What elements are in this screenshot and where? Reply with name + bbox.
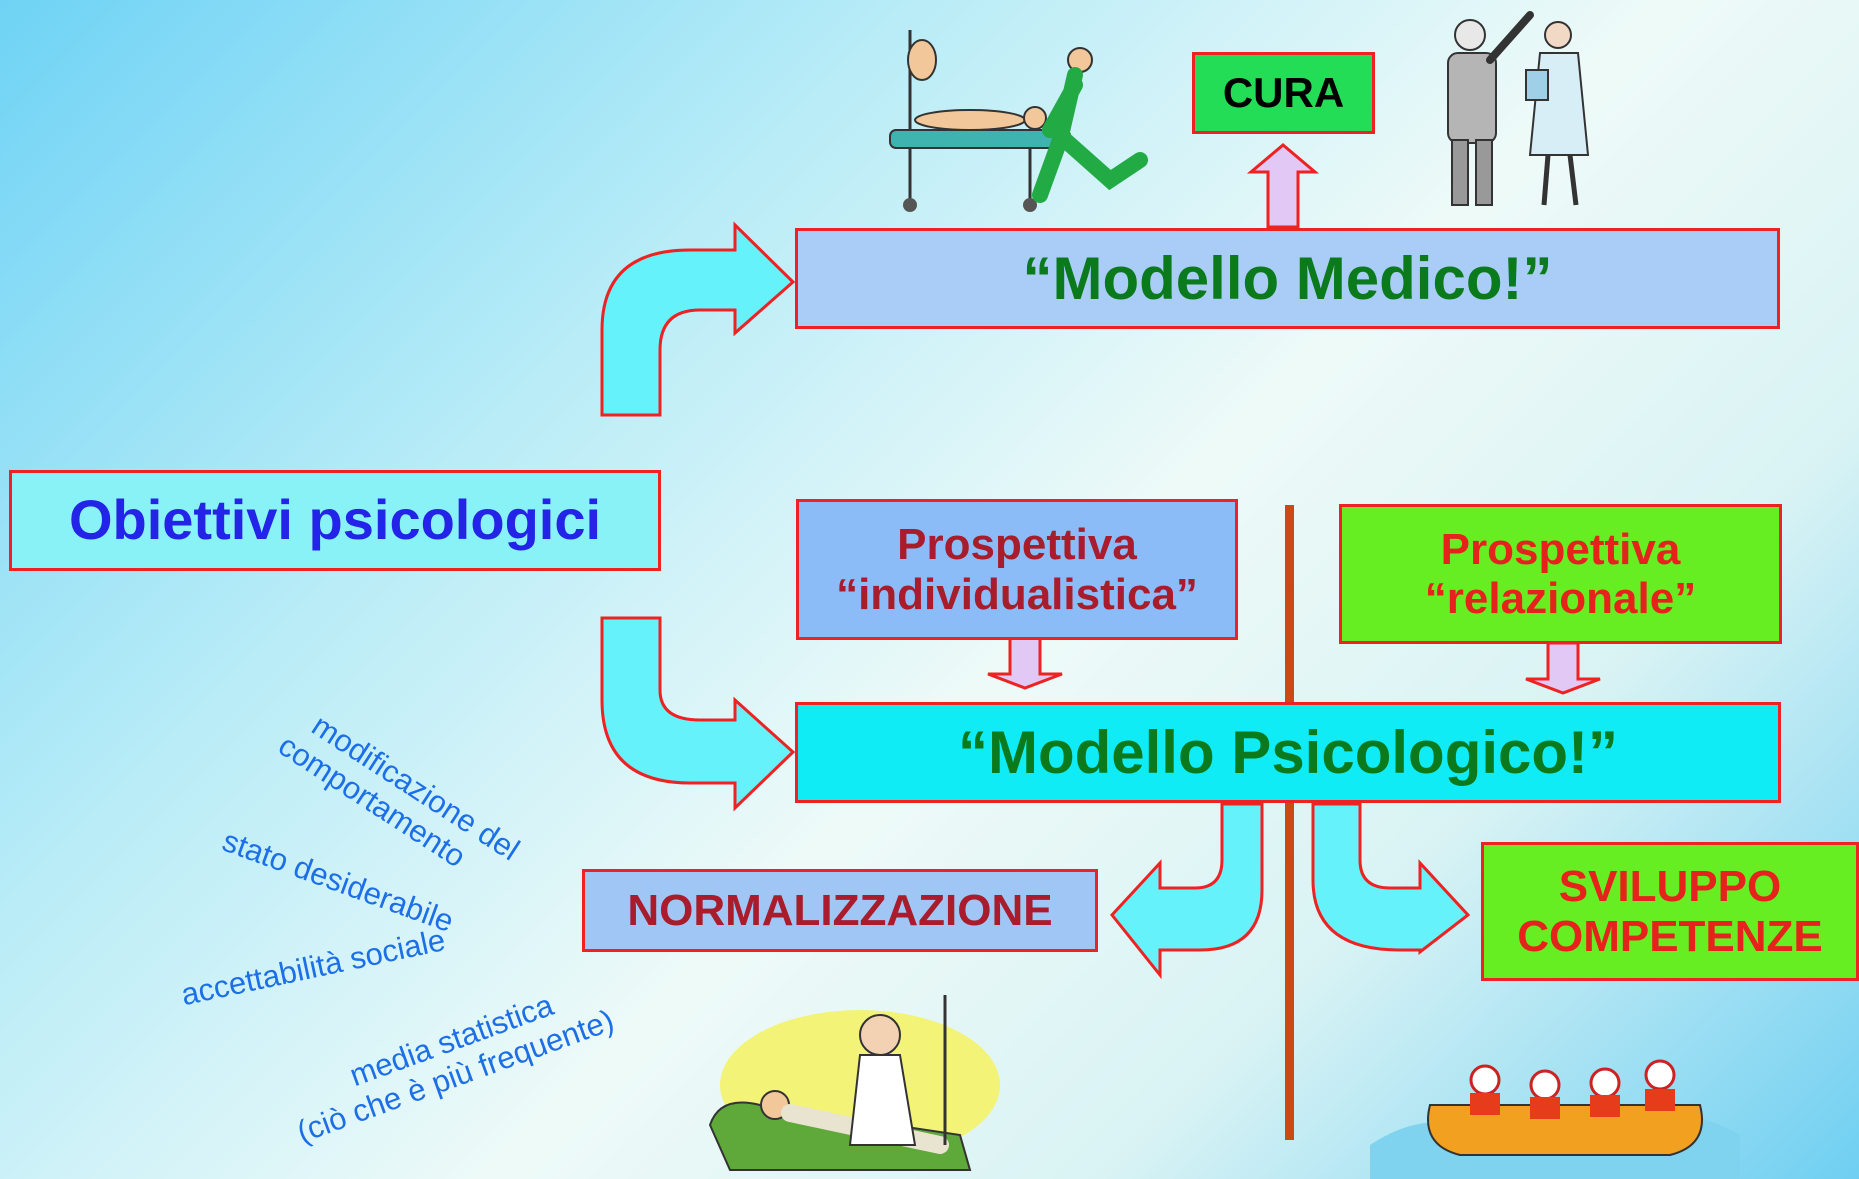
sviluppo-competenze-label: SVILUPPO COMPETENZE <box>1517 862 1823 961</box>
arrow-to-sviluppo <box>1311 802 1471 956</box>
prospettiva-relazionale-label: Prospettiva “relazionale” <box>1424 524 1697 623</box>
arrow-to-modello-medico <box>600 221 796 417</box>
cura-label: CURA <box>1222 69 1345 117</box>
modello-medico-label: “Modello Medico!” <box>1022 244 1553 312</box>
obiettivi-psicologici-label: Obiettivi psicologici <box>68 488 602 552</box>
sviluppo-competenze-box: SVILUPPO COMPETENZE <box>1481 842 1859 981</box>
modello-psicologico-label: “Modello Psicologico!” <box>957 718 1619 786</box>
normalizzazione-box: NORMALIZZAZIONE <box>582 869 1098 952</box>
arrow-individualistica-down <box>987 636 1063 690</box>
arrow-relazionale-down <box>1525 641 1601 695</box>
vertical-divider <box>1285 505 1294 1140</box>
arrow-to-normalizzazione <box>1110 802 1264 980</box>
therapist-couch-clipart <box>708 995 1000 1171</box>
rafting-boat-clipart <box>1370 1059 1740 1179</box>
modello-medico-box: “Modello Medico!” <box>795 228 1780 329</box>
modello-psicologico-box: “Modello Psicologico!” <box>795 702 1781 803</box>
normalizzazione-label: NORMALIZZAZIONE <box>627 885 1053 935</box>
stretcher-patient-clipart <box>889 30 1148 212</box>
prospettiva-relazionale-box: Prospettiva “relazionale” <box>1339 504 1782 644</box>
prospettiva-individualistica-box: Prospettiva “individualistica” <box>796 499 1238 640</box>
arrow-to-modello-psicologico <box>600 616 796 812</box>
obiettivi-psicologici-box: Obiettivi psicologici <box>9 470 661 571</box>
cura-box: CURA <box>1192 52 1375 134</box>
prospettiva-individualistica-label: Prospettiva “individualistica” <box>836 520 1198 619</box>
doctor-nurse-clipart <box>1447 11 1590 206</box>
arrow-to-cura <box>1246 143 1320 229</box>
